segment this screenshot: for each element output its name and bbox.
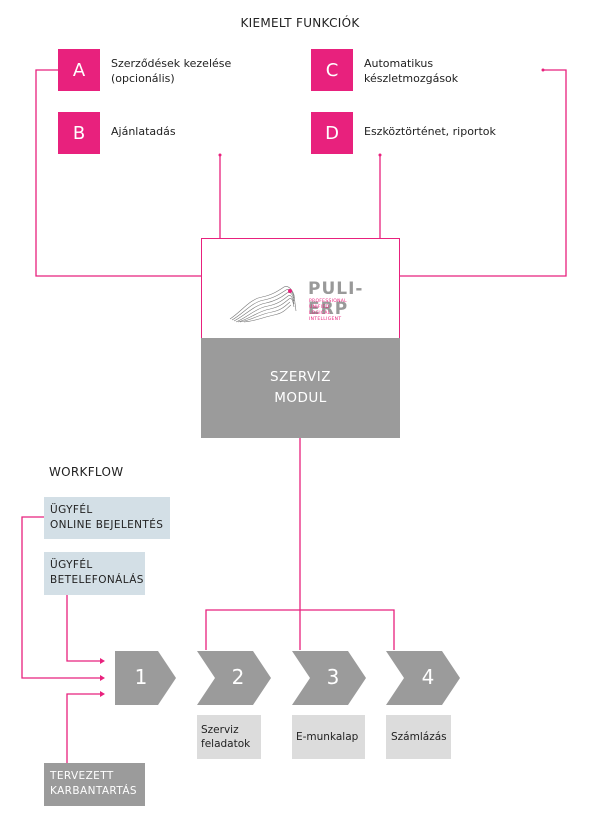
module-label: SZERVIZ MODUL	[201, 338, 400, 438]
feature-d-badge: D	[311, 112, 353, 154]
connector-bracket-steps	[205, 609, 395, 650]
logo-text: PULI-ERP	[308, 279, 364, 319]
page-title: KIEMELT FUNKCIÓK	[240, 16, 360, 30]
connector-phone-to-step1	[66, 595, 100, 662]
connector-c-to-module	[400, 69, 567, 277]
workflow-title: WORKFLOW	[49, 465, 124, 479]
feature-c-badge: C	[311, 49, 353, 91]
step-shape-4	[386, 651, 460, 705]
step-shape-2	[197, 651, 271, 705]
arrowhead-phone	[100, 658, 105, 664]
step-number-4: 4	[421, 665, 435, 689]
step-shape-3	[292, 651, 366, 705]
feature-a-badge: A	[58, 49, 100, 91]
puli-erp-logo-icon	[229, 286, 297, 323]
source-planned: TERVEZETT KARBANTARTÁS	[44, 763, 145, 806]
tagline-line: UNIFIED	[309, 305, 330, 310]
step-number-2: 2	[231, 665, 245, 689]
output-invoicing: Számlázás	[386, 715, 451, 759]
arrowhead-online	[100, 675, 105, 681]
feature-c-label: Automatikus készletmozgások	[364, 57, 459, 85]
tagline-line: PROFESSIONAL	[309, 299, 347, 304]
arrowhead-planned	[100, 691, 105, 697]
feature-d-label: Eszköztörténet, riportok	[364, 125, 496, 138]
output-e-worksheet: E-munkalap	[292, 715, 365, 759]
tagline-line: LOGICAL	[309, 311, 331, 316]
module-logo-panel: PULI-ERP PROFESSIONAL UNIFIED LOGICAL IN…	[201, 238, 400, 339]
source-phone: ÜGYFÉL BETELEFONÁLÁS	[44, 552, 145, 595]
connector-planned-to-step1	[66, 693, 100, 763]
step-number-3: 3	[326, 665, 340, 689]
connector-a-to-module	[35, 69, 201, 277]
feature-b-badge: B	[58, 112, 100, 154]
step-number-1: 1	[134, 665, 148, 689]
feature-b-label: Ajánlatadás	[111, 125, 176, 138]
output-service-tasks: Szerviz feladatok	[197, 715, 261, 759]
connector-online-to-step1	[21, 516, 100, 679]
logo-tagline: PROFESSIONAL UNIFIED LOGICAL INTELLIGENT	[309, 299, 347, 323]
service-module: PULI-ERP PROFESSIONAL UNIFIED LOGICAL IN…	[201, 238, 400, 438]
source-online: ÜGYFÉL ONLINE BEJELENTÉS	[44, 497, 170, 539]
feature-a-label: Szerződések kezelése (opcionális)	[111, 57, 232, 85]
step-shape-1	[115, 651, 176, 705]
tagline-line: INTELLIGENT	[309, 317, 342, 322]
